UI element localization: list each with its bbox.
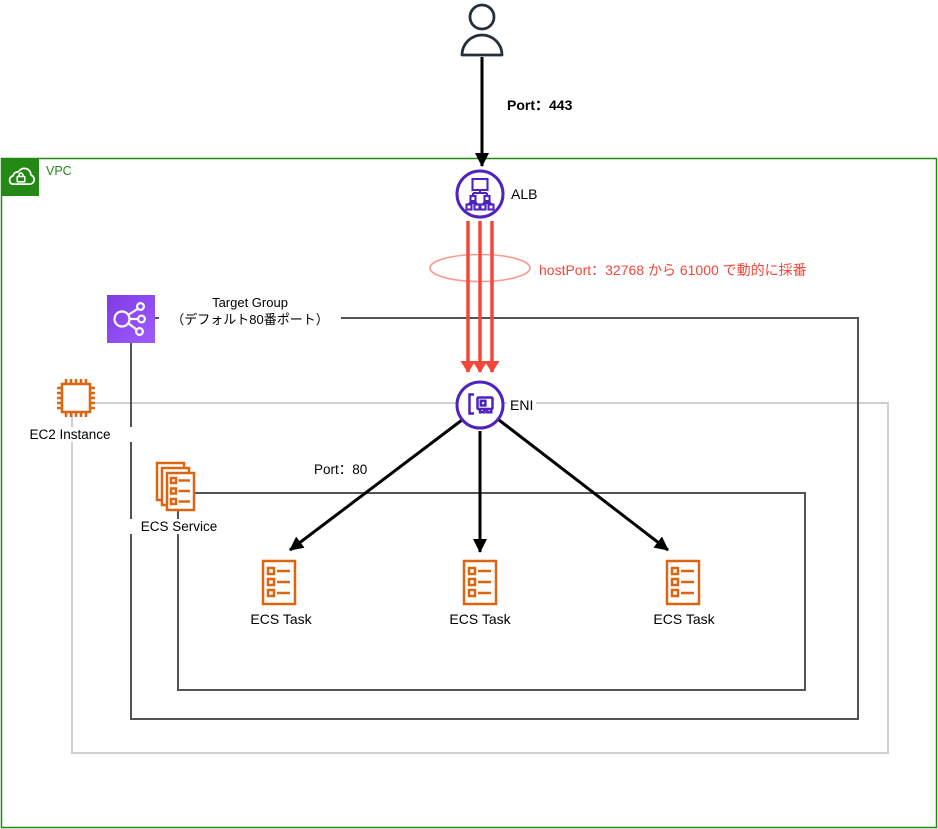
ecs-service-label: ECS Service: [122, 519, 236, 534]
ecs-task-label-1: ECS Task: [250, 611, 312, 627]
hostport-note: hostPort：32768 から 61000 で動的に採番: [539, 262, 807, 278]
eni-icon: [455, 380, 505, 430]
alb-icon: [455, 169, 505, 219]
port-80-label: Port：80: [314, 462, 368, 477]
ecs-task-label-3: ECS Task: [653, 611, 715, 627]
vpc-cloud-lock-glyph: [8, 167, 36, 186]
ecs-task-icon-2: [462, 559, 498, 606]
ec2-instance-icon: [57, 379, 95, 417]
ecs-task-label-2: ECS Task: [449, 611, 511, 627]
eni-label: ENI: [507, 397, 537, 413]
eni-glyph: [468, 393, 494, 415]
ecs-service-icon: [155, 461, 196, 512]
target-group-label: Target Group （デフォルト80番ポート）: [159, 295, 341, 328]
eni-to-task-arrow-3: [498, 418, 669, 552]
target-group-label-line1: Target Group: [212, 295, 288, 310]
port-443-label: Port：443: [507, 97, 573, 113]
alb-label: ALB: [511, 186, 538, 202]
vpc-icon: [2, 159, 39, 196]
ecs-service-rows: [169, 476, 190, 506]
target-group-label-line2: （デフォルト80番ポート）: [171, 311, 329, 327]
ecs-task-icon-1: [261, 559, 297, 606]
ecs-task-icon-3: [665, 559, 701, 606]
hostport-highlight-ellipse: [429, 253, 531, 283]
alb-glyph: [465, 177, 495, 211]
user-icon: [460, 3, 504, 57]
vpc-box: [0, 157, 938, 829]
target-group-glyph: [113, 302, 147, 336]
vpc-label: VPC: [46, 164, 72, 178]
target-group-icon: [107, 295, 155, 343]
eni-to-task-arrow-1: [289, 418, 463, 552]
ec2-instance-label: EC2 Instance: [8, 427, 132, 442]
